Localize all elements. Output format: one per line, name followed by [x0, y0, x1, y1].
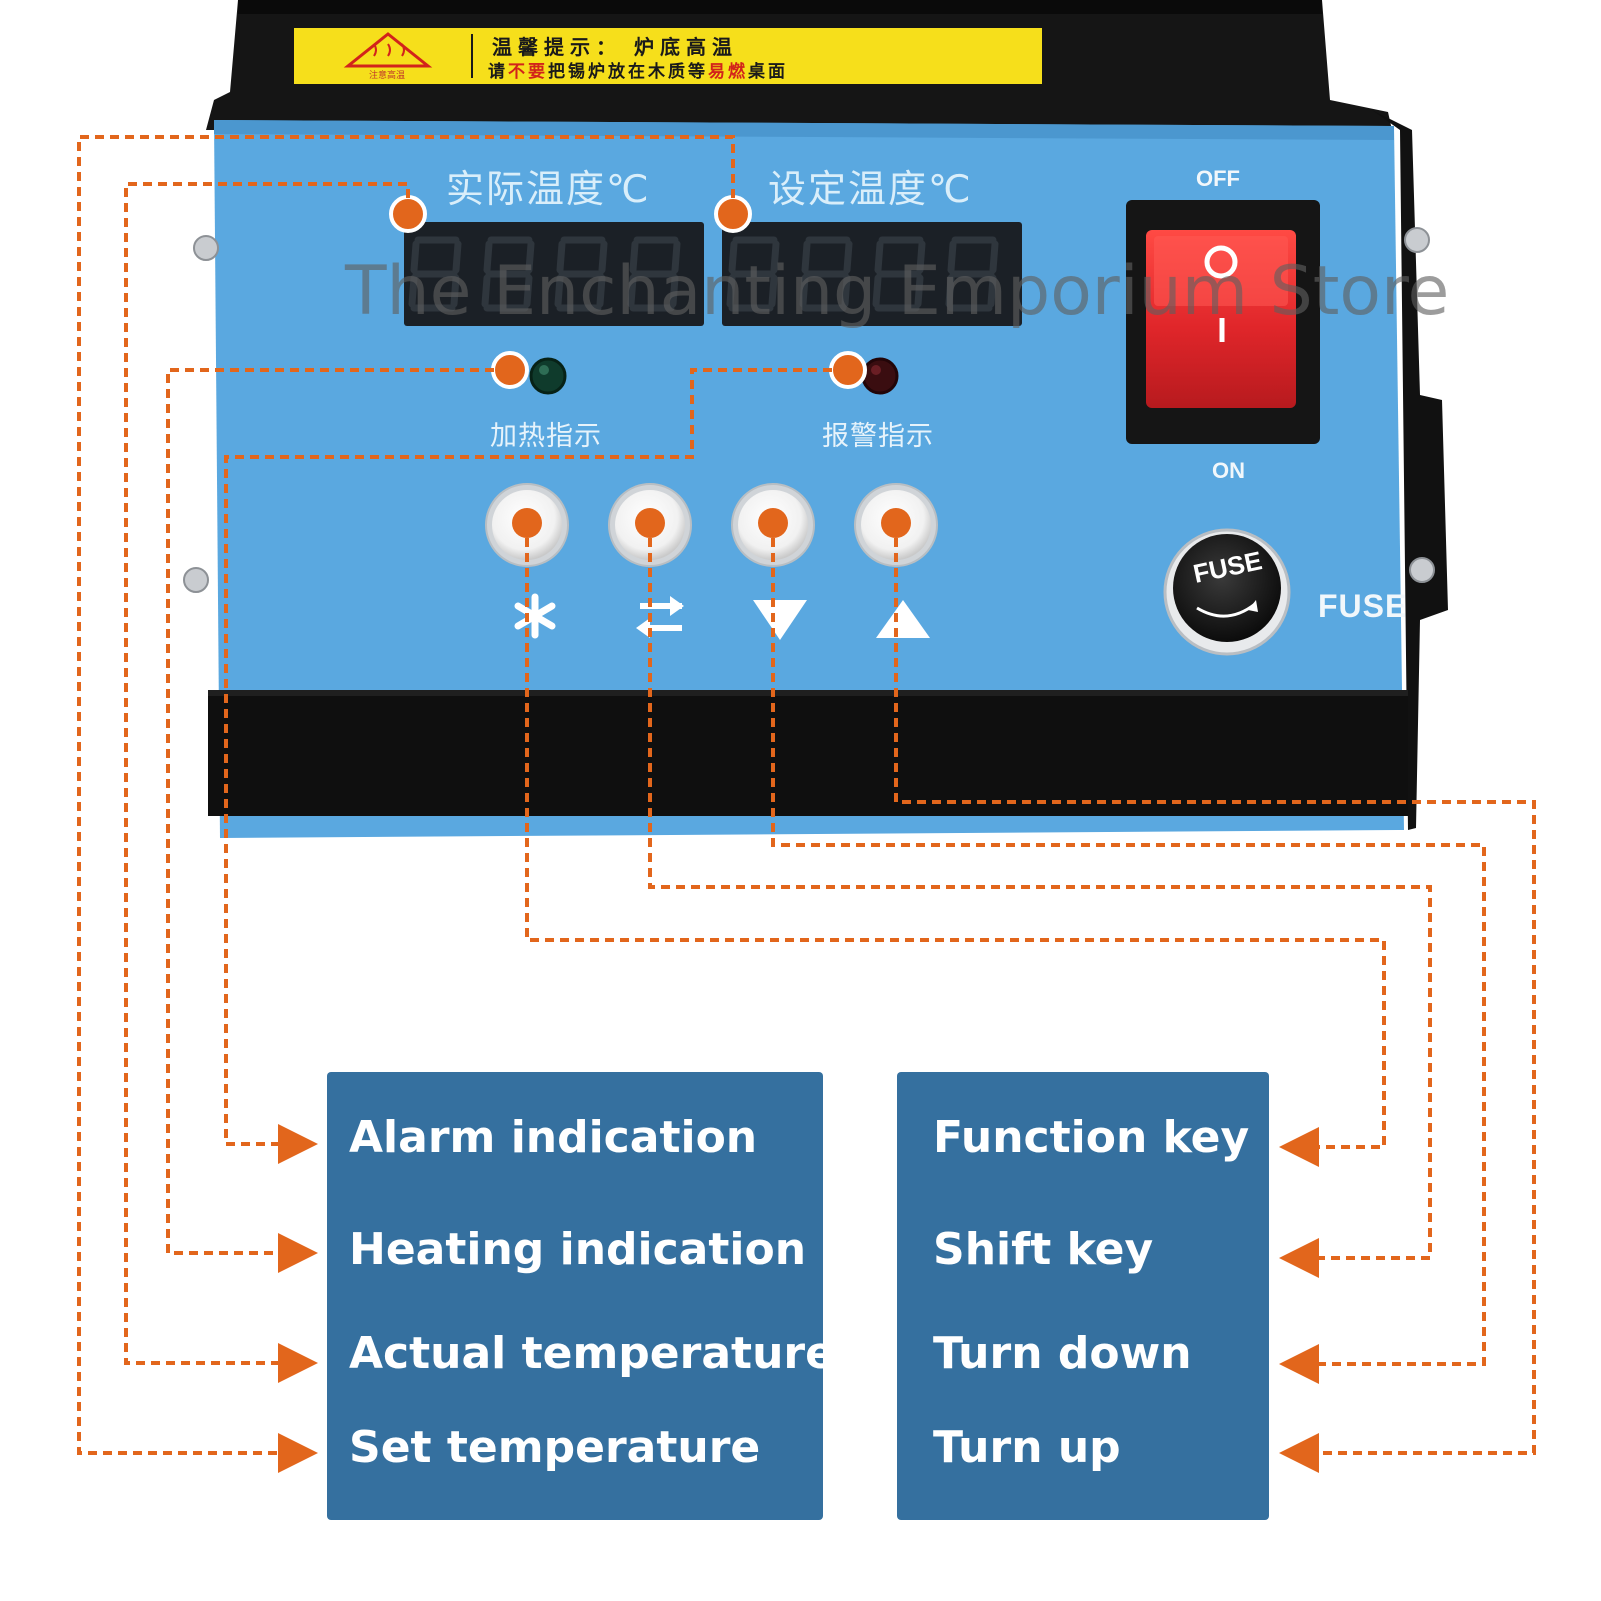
- display-segment: [481, 274, 491, 308]
- set-temperature-callout-label: Set temperature: [349, 1422, 761, 1473]
- warning-icon-caption: 注意高温: [369, 71, 406, 81]
- switch-on-label: ON: [1212, 458, 1245, 483]
- display-segment: [872, 274, 882, 308]
- set-temperature-label: 设定温度℃: [768, 167, 973, 211]
- keys-label-box: [897, 1072, 1269, 1520]
- display-segment: [874, 240, 884, 274]
- actual-temperature-callout-label: Actual temperature: [349, 1328, 835, 1379]
- panel-bottom-band: [208, 690, 1408, 816]
- housing-side: [1372, 110, 1448, 830]
- display-segment: [523, 274, 533, 308]
- indicators-label-box: [327, 1072, 823, 1520]
- down-triangle-icon: [753, 600, 807, 640]
- display-segment: [770, 240, 780, 274]
- display-segment: [525, 240, 535, 274]
- callout-lines: [77, 135, 1536, 1473]
- turn-down-label: Turn down: [933, 1328, 1192, 1379]
- display-segment: [450, 274, 460, 308]
- display-segment: [799, 274, 809, 308]
- store-watermark: The Enchanting Emporium Store: [345, 252, 1450, 331]
- screw-icon: [1409, 557, 1435, 583]
- display-segment: [987, 274, 997, 308]
- display-segment: [989, 240, 999, 274]
- screw-icon: [1404, 227, 1430, 253]
- display-segment: [768, 274, 778, 308]
- button-callout-dots: [512, 508, 911, 538]
- heating-indicator-label: 加热指示: [490, 421, 602, 452]
- warning-sticker: [294, 28, 1042, 84]
- actual-temperature-label: 实际温度℃: [446, 167, 651, 211]
- display-segment: [843, 240, 853, 274]
- display-segment: [408, 274, 418, 308]
- button-symbols: [514, 593, 930, 640]
- display-segment: [627, 274, 637, 308]
- alarm-indicator-label: 报警指示: [822, 421, 934, 452]
- warning-title: 温馨提示：炉底高温: [492, 35, 738, 59]
- warning-message: 请不要把锡炉放在木质等易燃桌面: [488, 62, 788, 82]
- display-segment: [916, 240, 926, 274]
- display-segment: [596, 274, 606, 308]
- display-segment: [410, 240, 420, 274]
- turn-up-label: Turn up: [933, 1422, 1121, 1473]
- display-segment: [841, 274, 851, 308]
- display-segment: [554, 274, 564, 308]
- display-segment: [598, 240, 608, 274]
- shift-arrows-icon: [636, 596, 684, 638]
- up-triangle-icon: [876, 600, 930, 638]
- display-segment: [671, 240, 681, 274]
- display-segment: [669, 274, 679, 308]
- display-segment: [945, 274, 955, 308]
- shift-key-label: Shift key: [933, 1224, 1154, 1275]
- display-segment: [452, 240, 462, 274]
- function-key-label: Function key: [933, 1112, 1250, 1163]
- display-segment: [556, 240, 566, 274]
- off-symbol-icon: [1204, 245, 1238, 279]
- alarm-indication-label: Alarm indication: [349, 1112, 758, 1163]
- display-segment: [726, 274, 736, 308]
- display-segment: [629, 240, 639, 274]
- display-segment: [483, 240, 493, 274]
- display-segment: [914, 274, 924, 308]
- hot-surface-warning-icon: [343, 32, 433, 68]
- screw-icon: [183, 567, 209, 593]
- asterisk-icon: [514, 593, 556, 639]
- fuse-label: FUSE: [1318, 588, 1408, 624]
- heating-indication-label: Heating indication: [349, 1224, 807, 1275]
- display-segment: [728, 240, 738, 274]
- screw-icon: [193, 235, 219, 261]
- heating-led: [529, 357, 567, 395]
- display-segment: [801, 240, 811, 274]
- switch-off-label: OFF: [1196, 166, 1240, 191]
- display-segment: [947, 240, 957, 274]
- alarm-led: [861, 357, 899, 395]
